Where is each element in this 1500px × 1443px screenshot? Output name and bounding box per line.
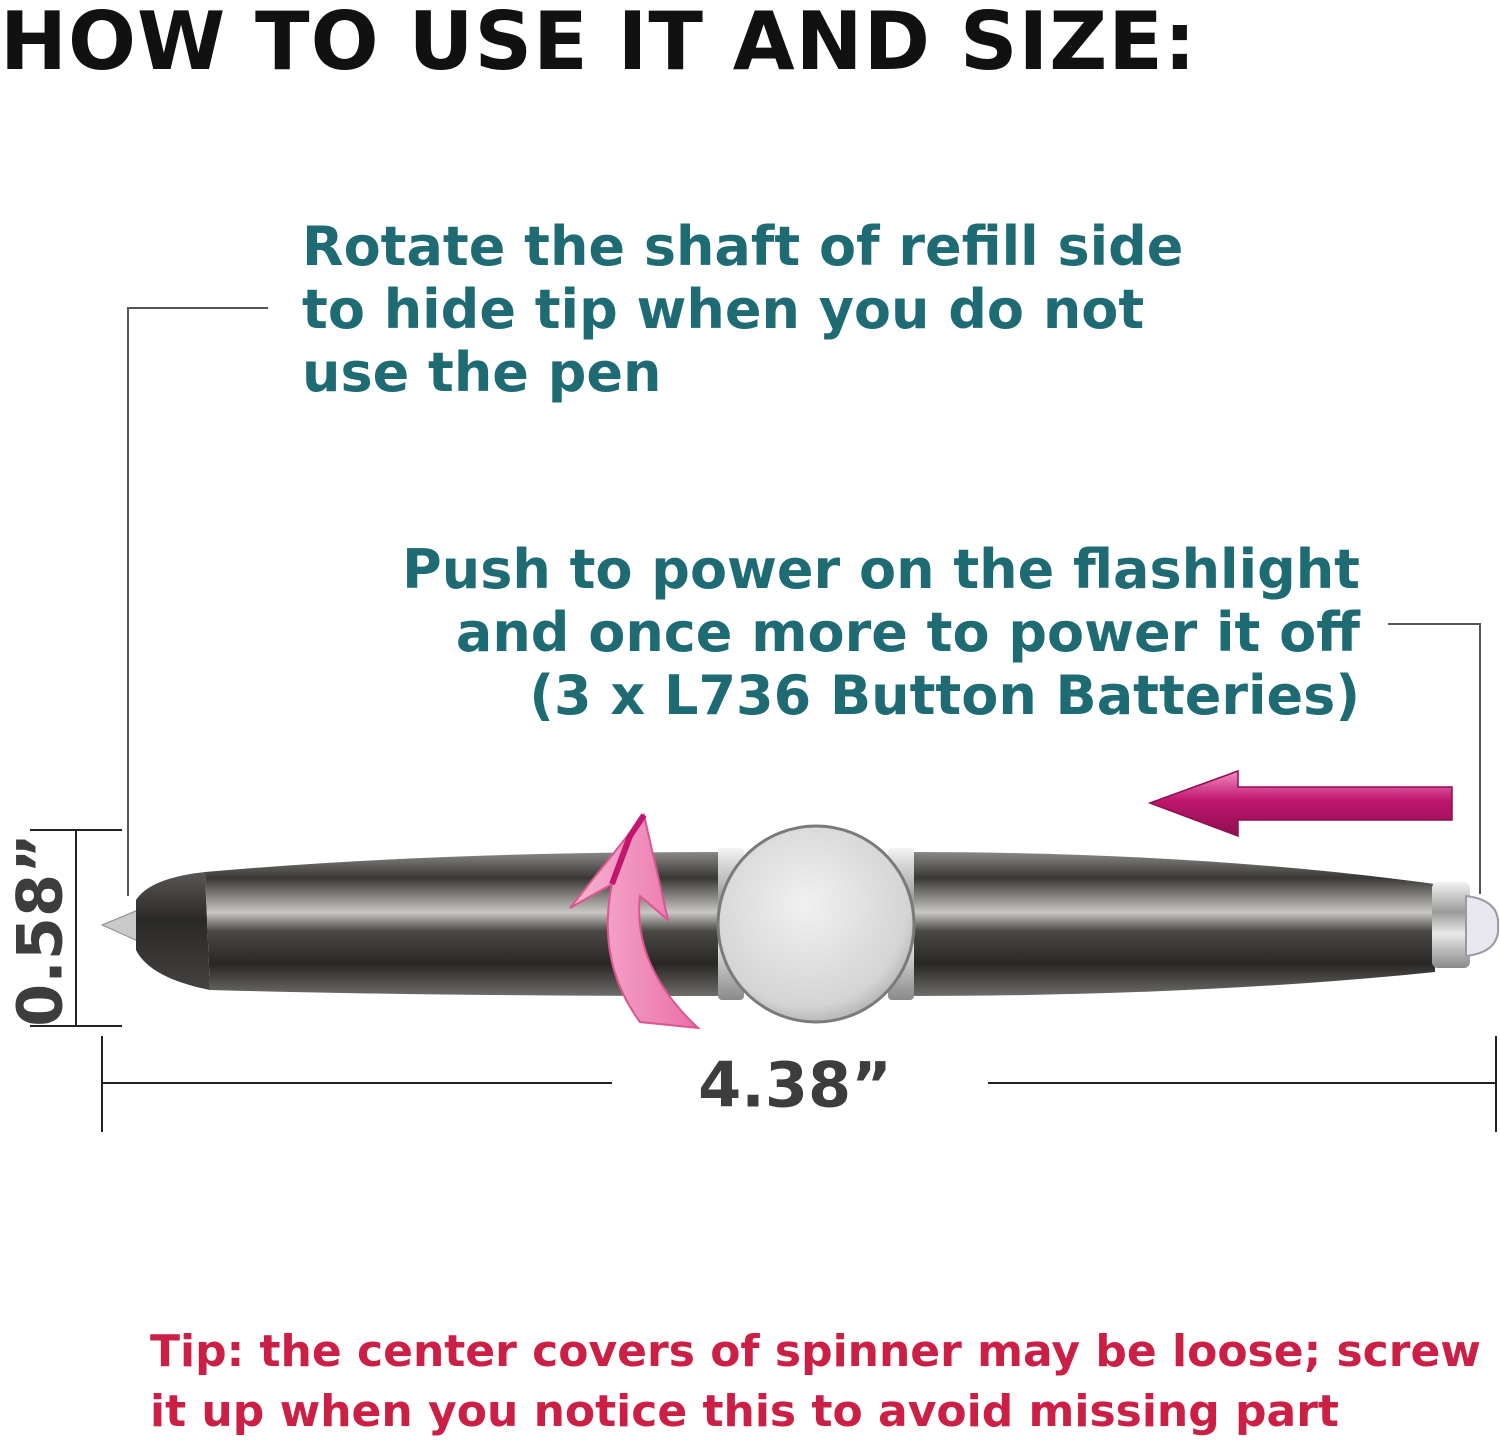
loose-cover-tip: Tip: the center covers of spinner may be… (150, 1322, 1481, 1442)
left-arrow-icon (1147, 769, 1453, 838)
flashlight-led-cap (1465, 894, 1500, 958)
refill-instruction-line: to hide tip when you do not (302, 278, 1145, 341)
height-dimension-lines (30, 829, 122, 1027)
flashlight-chrome-collar (1432, 882, 1470, 968)
spinner-center-cover (716, 824, 916, 1024)
tip-line: Tip: the center covers of spinner may be… (150, 1326, 1481, 1377)
page-title: HOW TO USE IT AND SIZE: (0, 0, 1197, 88)
flashlight-instruction: Push to power on the flashlight and once… (402, 538, 1360, 727)
pen-refill-tip (100, 909, 141, 943)
height-dimension-label: 0.58” (3, 833, 77, 1027)
refill-instruction: Rotate the shaft of refill side to hide … (302, 215, 1183, 404)
length-dimension-label: 4.38” (698, 1048, 892, 1122)
pen-grip-cone (136, 872, 210, 990)
refill-leader-line (127, 307, 268, 896)
flashlight-instruction-line: (3 x L736 Button Batteries) (529, 664, 1360, 727)
length-dimension-lines (101, 1036, 1497, 1132)
flashlight-leader-line (1388, 623, 1481, 894)
refill-instruction-line: Rotate the shaft of refill side (302, 215, 1184, 278)
refill-instruction-line: use the pen (302, 341, 662, 404)
flashlight-instruction-line: and once more to power it off (455, 601, 1360, 664)
flashlight-instruction-line: Push to power on the flashlight (402, 538, 1360, 601)
pen-illustration (100, 824, 1500, 1024)
pen-body-right (912, 852, 1435, 996)
tip-line: it up when you notice this to avoid miss… (150, 1386, 1339, 1437)
curved-rotate-arrow-icon (569, 812, 701, 1030)
